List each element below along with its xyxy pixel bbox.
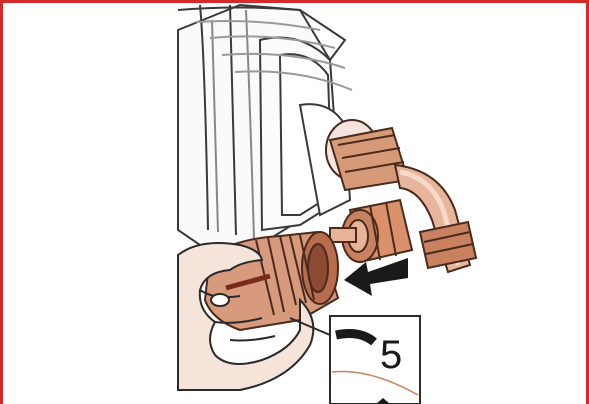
inset-number: 5: [380, 333, 402, 377]
pipe: [395, 165, 476, 272]
valve-body: [330, 200, 412, 262]
detail-inset: 5: [330, 316, 420, 404]
push-arrow-icon: [344, 258, 408, 296]
radiator: [178, 5, 352, 245]
